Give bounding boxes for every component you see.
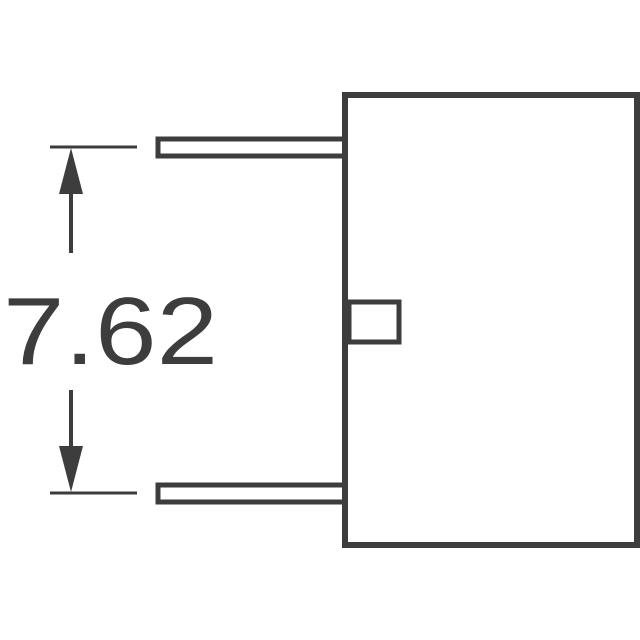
- dimension-value: 7.62: [3, 278, 218, 385]
- body-notch: [346, 299, 402, 345]
- lower-lead: [155, 482, 348, 505]
- upper-lead: [155, 136, 348, 159]
- down-arrow-icon: [59, 446, 83, 492]
- component-body: [342, 92, 640, 548]
- up-arrow-icon: [59, 148, 83, 194]
